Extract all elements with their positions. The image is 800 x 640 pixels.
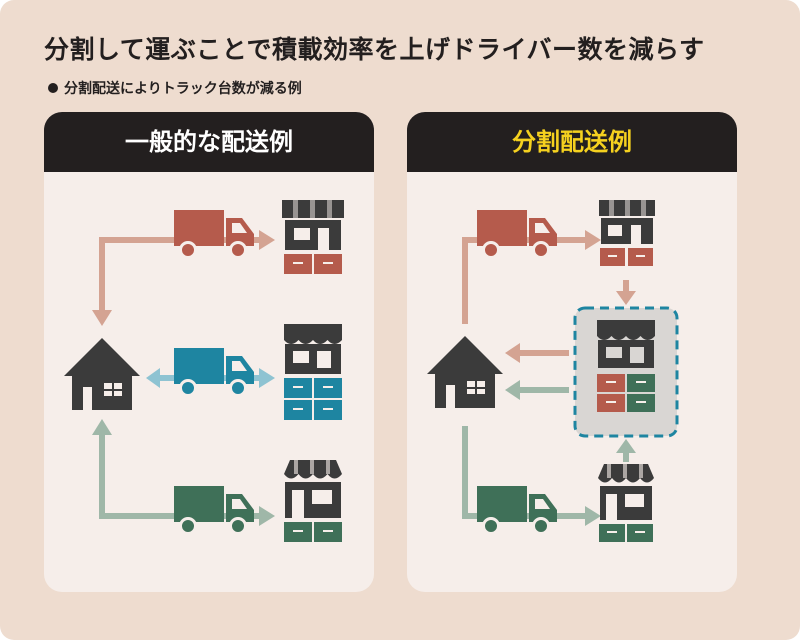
blue-route-arrowhead-left — [146, 368, 160, 388]
consolidation-hub — [573, 306, 679, 438]
green-truck-icon — [174, 486, 254, 535]
red-route-arrowhead-right — [259, 230, 275, 250]
red-truck-icon — [174, 210, 254, 259]
store-blue-icon — [284, 324, 342, 420]
red-route-arrowhead-right — [585, 230, 601, 250]
green-route-arrowhead-up — [92, 419, 112, 435]
infographic-title: 分割して運ぶことで積載効率を上げドライバー数を減らす — [44, 35, 705, 64]
hub-red-return-arrowhead — [505, 343, 520, 363]
store-red-icon — [599, 200, 655, 266]
blue-truck-icon — [174, 348, 254, 397]
subtitle-text: 分割配送によりトラック台数が減る例 — [64, 81, 302, 97]
green-truck-icon — [477, 486, 557, 535]
conventional-panel-header: 一般的な配送例 — [44, 112, 374, 172]
bullet-dot-icon — [48, 83, 58, 93]
split-delivery-panel: 分割配送例 — [407, 112, 737, 592]
infographic-subtitle: 分割配送によりトラック台数が減る例 — [48, 78, 302, 98]
hub-green-return-arrowhead — [505, 380, 520, 400]
green-route-arrowhead-right — [259, 506, 275, 526]
store-red-icon — [282, 200, 344, 274]
conventional-delivery-diagram — [64, 200, 344, 542]
store-green-icon — [284, 460, 342, 542]
home-icon — [427, 336, 503, 408]
blue-route-arrowhead-right — [259, 368, 275, 388]
red-truck-icon — [477, 210, 557, 259]
red-route-arrowhead-down — [92, 310, 112, 326]
green-to-hub-arrowhead — [616, 439, 636, 453]
red-to-hub-arrowhead — [616, 291, 636, 305]
home-icon — [64, 338, 140, 410]
green-route-arrowhead-right — [585, 506, 601, 526]
conventional-delivery-panel: 一般的な配送例 — [44, 112, 374, 592]
split-delivery-diagram — [427, 200, 679, 542]
store-green-icon — [598, 464, 654, 542]
split-panel-header: 分割配送例 — [407, 112, 737, 172]
